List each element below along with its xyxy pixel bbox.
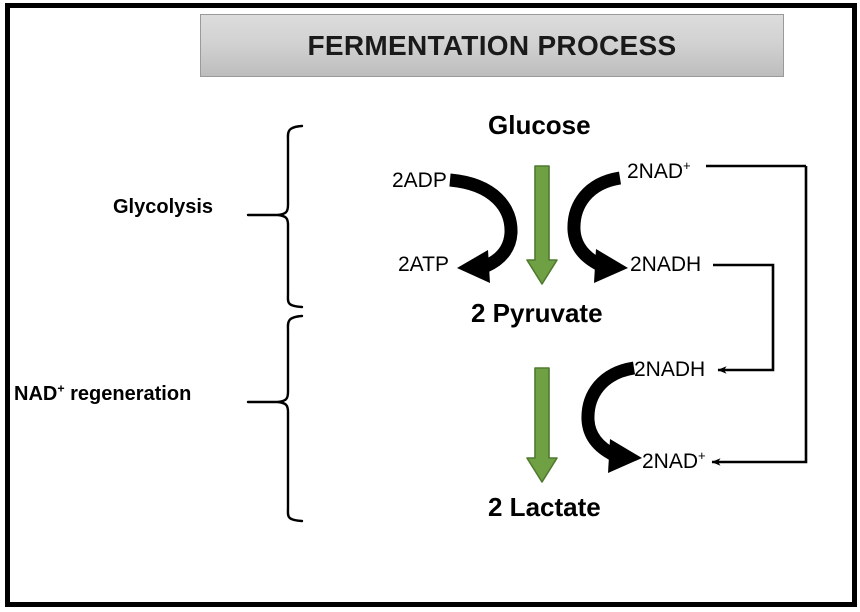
- cofactor-2nadh-bottom: 2NADH: [634, 358, 705, 382]
- diagram-frame: [5, 3, 857, 607]
- cofactor-2nad-plus-top-text: 2NAD: [627, 160, 684, 183]
- node-pyruvate: 2 Pyruvate: [471, 298, 603, 328]
- bracket-label-regeneration-text: regeneration: [64, 383, 192, 405]
- cofactor-2nadh-bottom-text: 2NADH: [634, 358, 706, 381]
- node-glucose: Glucose: [488, 110, 591, 140]
- cofactor-2atp: 2ATP: [398, 253, 449, 277]
- bracket-label-nad-superscript: +: [57, 381, 65, 396]
- cofactor-2adp-text: 2ADP: [392, 169, 447, 192]
- cofactor-2adp: 2ADP: [392, 169, 447, 193]
- cofactor-2nadh-top: 2NADH: [630, 253, 701, 277]
- cofactor-2nad-plus-top: 2NAD+: [627, 158, 691, 184]
- title-bar: FERMENTATION PROCESS: [200, 14, 784, 77]
- bracket-label-glycolysis: Glycolysis: [113, 196, 214, 218]
- cofactor-2nad-plus-bottom-text: 2NAD: [642, 450, 699, 473]
- node-lactate: 2 Lactate: [488, 492, 601, 522]
- page-title: FERMENTATION PROCESS: [307, 29, 677, 61]
- cofactor-2nad-plus-top-superscript: +: [683, 158, 691, 173]
- bracket-label-nad-regeneration: NAD+ regeneration: [14, 381, 192, 406]
- cofactor-2nad-plus-bottom: 2NAD+: [642, 448, 706, 474]
- cofactor-2nadh-top-text: 2NADH: [630, 253, 702, 276]
- bracket-label-nad-text: NAD: [14, 383, 58, 405]
- cofactor-2atp-text: 2ATP: [398, 253, 449, 276]
- cofactor-2nad-plus-bottom-superscript: +: [698, 448, 706, 463]
